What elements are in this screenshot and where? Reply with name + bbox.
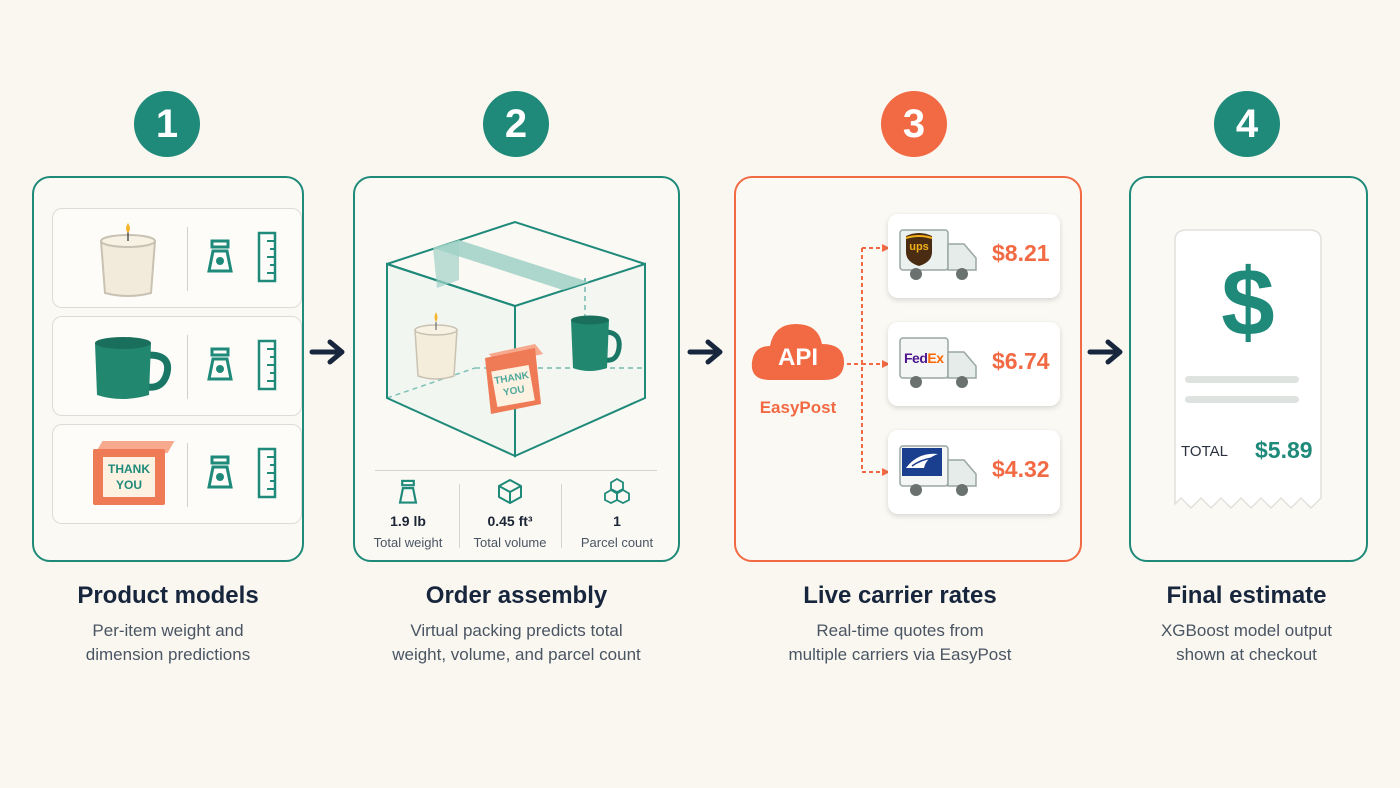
rate-card-usps: $4.32 xyxy=(888,430,1060,514)
receipt-icon xyxy=(1174,229,1322,510)
candle-icon xyxy=(99,223,157,297)
mug-icon xyxy=(95,337,172,399)
scale-icon xyxy=(207,239,233,273)
step-4-description: XGBoost model output shown at checkout xyxy=(1129,619,1364,667)
metric-total-weight: 1.9 lb Total weight xyxy=(358,478,458,550)
box-label-line2: YOU xyxy=(115,478,142,492)
thank-you-box-icon: THANK YOU xyxy=(93,441,175,505)
product-models-panel: THANK YOU xyxy=(32,176,304,562)
rate-price-ups: $8.21 xyxy=(992,240,1050,266)
packing-box-illustration xyxy=(386,220,646,458)
description-line: weight, volume, and parcel count xyxy=(392,645,641,664)
scale-icon xyxy=(398,479,418,504)
divider xyxy=(187,227,188,291)
cloud-icon xyxy=(751,324,844,380)
ups-logo-text: ups xyxy=(909,241,929,253)
description-line: dimension predictions xyxy=(85,645,251,664)
description-line: multiple carriers via EasyPost xyxy=(788,645,1012,664)
total-value: $5.89 xyxy=(1255,437,1313,463)
step-3-title: Live carrier rates xyxy=(803,582,997,609)
step-4-badge: 4 xyxy=(1214,91,1280,157)
ruler-icon xyxy=(257,339,277,391)
box-label-line1: THANK xyxy=(108,462,150,476)
product-card-box: THANK YOU xyxy=(52,424,302,524)
dollar-sign-icon: $ xyxy=(1221,249,1275,356)
step-4-title: Final estimate xyxy=(1166,582,1327,609)
api-label: API xyxy=(777,344,818,371)
step-2-description: Virtual packing predicts total weight, v… xyxy=(353,619,680,667)
divider xyxy=(375,470,657,471)
product-card-candle xyxy=(52,208,302,308)
divider xyxy=(459,484,460,548)
usps-eagle-logo-icon xyxy=(902,448,942,476)
rate-card-fedex: FedEx $6.74 xyxy=(888,322,1060,406)
description-line: Per-item weight and xyxy=(92,621,244,640)
step-2-title: Order assembly xyxy=(425,582,608,609)
fedex-logo-icon: FedEx xyxy=(904,350,944,366)
ups-logo-icon xyxy=(905,233,933,266)
arrow-right-icon xyxy=(309,339,345,365)
step-1-badge: 1 xyxy=(134,91,200,157)
cubes-icon xyxy=(604,477,630,505)
description-line: Real-time quotes from xyxy=(816,621,984,640)
fedex-logo-text-a: Fed xyxy=(904,350,928,366)
divider xyxy=(187,335,188,399)
final-estimate-panel: $ TOTAL $5.89 xyxy=(1129,176,1368,562)
order-assembly-panel: THANK YOU 1.9 lb Total weight 0.45 ft³ T… xyxy=(353,176,680,562)
cube-icon xyxy=(498,479,522,504)
product-card-mug xyxy=(52,316,302,416)
divider xyxy=(561,484,562,548)
ruler-icon xyxy=(257,447,277,499)
scale-icon xyxy=(207,455,233,489)
delivery-truck-icon xyxy=(899,337,977,388)
scale-icon xyxy=(207,347,233,381)
arrow-right-icon xyxy=(687,339,723,365)
step-3-description: Real-time quotes from multiple carriers … xyxy=(734,619,1066,667)
box-label: THANK YOU xyxy=(491,364,535,408)
metric-value: 1 xyxy=(613,513,621,529)
total-label: TOTAL xyxy=(1181,443,1228,460)
divider xyxy=(187,443,188,507)
metric-value: 1.9 lb xyxy=(390,513,426,529)
step-3-badge: 3 xyxy=(881,91,947,157)
ruler-icon xyxy=(257,231,277,283)
metric-label: Parcel count xyxy=(580,535,654,550)
rate-price-fedex: $6.74 xyxy=(992,348,1050,374)
step-1-description: Per-item weight and dimension prediction… xyxy=(32,619,304,667)
step-1-title: Product models xyxy=(77,582,259,609)
metric-label: Total volume xyxy=(473,535,547,550)
api-provider-label: EasyPost xyxy=(759,398,837,417)
step-2-badge: 2 xyxy=(483,91,549,157)
description-line: XGBoost model output xyxy=(1160,621,1333,640)
carrier-rates-panel: API EasyPost ups $8.21 FedE xyxy=(734,176,1082,562)
arrow-right-icon xyxy=(1087,339,1123,365)
metric-total-volume: 0.45 ft³ Total volume xyxy=(460,478,560,550)
connector-lines xyxy=(840,244,890,476)
metric-label: Total weight xyxy=(373,535,443,550)
rate-card-ups: ups $8.21 xyxy=(888,214,1060,298)
description-line: Virtual packing predicts total xyxy=(410,621,623,640)
rate-price-usps: $4.32 xyxy=(992,456,1050,482)
description-line: shown at checkout xyxy=(1176,645,1317,664)
metric-value: 0.45 ft³ xyxy=(487,513,533,529)
fedex-logo-text-b: Ex xyxy=(927,350,944,366)
metric-parcel-count: 1 Parcel count xyxy=(567,477,667,550)
